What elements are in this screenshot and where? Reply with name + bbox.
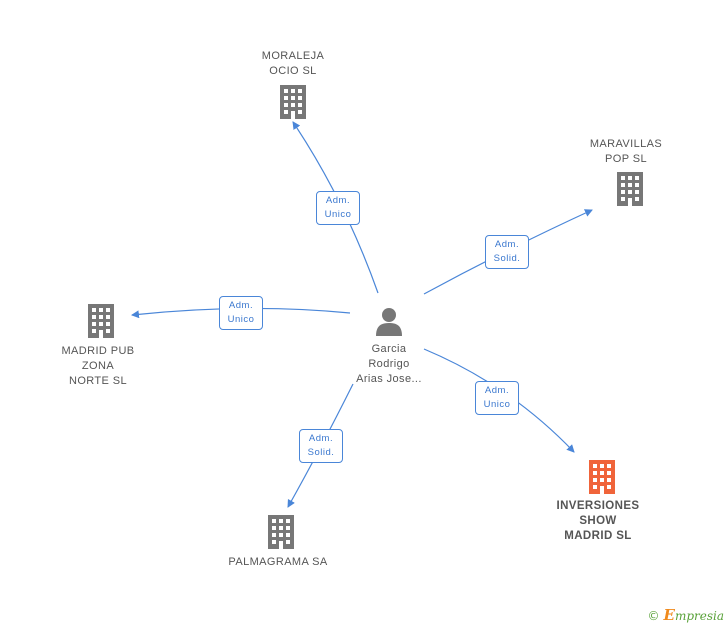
relation-badge-maravillas[interactable]: Adm. Solid. xyxy=(485,235,529,269)
person-name-line: Arias Jose... xyxy=(356,373,422,385)
company-label-moraleja[interactable]: MORALEJA OCIO SL xyxy=(233,49,353,79)
company-name-line: INVERSIONES xyxy=(556,500,640,512)
relation-role-line: Adm. xyxy=(484,385,510,396)
company-name-line: POP SL xyxy=(605,153,647,165)
brand-name: mpresia xyxy=(674,609,724,623)
company-name-line: OCIO SL xyxy=(269,65,317,77)
building-icon[interactable] xyxy=(86,304,116,338)
company-name-line: ZONA xyxy=(81,360,115,372)
company-name-line: MADRID SL xyxy=(564,530,632,542)
relation-badge-inversiones[interactable]: Adm. Unico xyxy=(475,381,519,415)
company-name-line: MADRID PUB xyxy=(61,345,135,357)
relation-role-line: Adm. xyxy=(325,195,351,206)
person-name-line: Rodrigo xyxy=(368,358,410,370)
company-name-line: PALMAGRAMA SA xyxy=(228,556,328,568)
company-name-line: SHOW xyxy=(579,515,617,527)
company-name-line: MARAVILLAS xyxy=(589,138,663,150)
relation-badge-madrid-pub[interactable]: Adm. Unico xyxy=(219,296,263,330)
relation-role-line: Adm. xyxy=(308,433,334,444)
relation-role-line: Adm. xyxy=(494,239,520,250)
relation-role-line: Unico xyxy=(324,209,352,220)
copyright-icon: © xyxy=(647,609,660,623)
building-icon[interactable] xyxy=(266,515,296,549)
building-icon[interactable] xyxy=(615,172,645,206)
person-name-line: Garcia xyxy=(371,343,407,355)
person-icon[interactable] xyxy=(374,306,404,336)
company-label-maravillas[interactable]: MARAVILLAS POP SL xyxy=(566,137,686,167)
building-icon[interactable] xyxy=(278,85,308,119)
person-name[interactable]: Garcia Rodrigo Arias Jose... xyxy=(339,342,439,387)
relation-badge-moraleja[interactable]: Adm. Unico xyxy=(316,191,360,225)
empresia-logo[interactable]: ©Empresia xyxy=(648,606,725,624)
company-label-palmagrama[interactable]: PALMAGRAMA SA xyxy=(218,555,338,570)
relation-role-line: Solid. xyxy=(307,447,335,458)
relation-role-line: Unico xyxy=(483,399,511,410)
relation-role-line: Unico xyxy=(227,314,255,325)
relation-role-line: Adm. xyxy=(228,300,254,311)
company-label-madrid-pub[interactable]: MADRID PUB ZONA NORTE SL xyxy=(38,344,158,389)
relation-role-line: Solid. xyxy=(493,253,521,264)
brand-initial: E xyxy=(663,606,675,624)
building-icon[interactable] xyxy=(587,460,617,494)
company-name-line: MORALEJA xyxy=(261,50,325,62)
company-label-inversiones[interactable]: INVERSIONES SHOW MADRID SL xyxy=(538,499,658,544)
relation-badge-palmagrama[interactable]: Adm. Solid. xyxy=(299,429,343,463)
company-name-line: NORTE SL xyxy=(68,375,127,387)
